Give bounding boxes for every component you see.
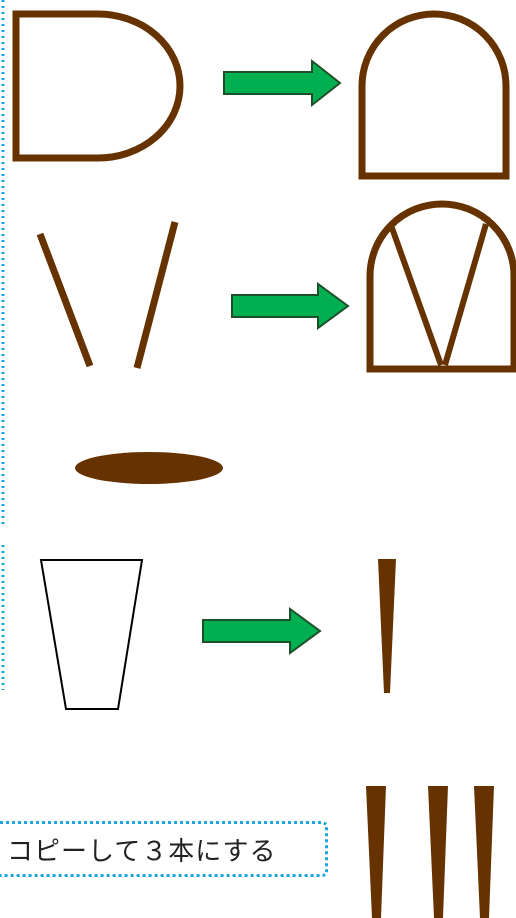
copy-note-box: コピーして３本にする <box>0 821 328 877</box>
slanted-bar-right <box>133 221 179 369</box>
tapered-stick <box>378 559 396 693</box>
arch-v-right-bar <box>442 223 489 366</box>
arch-v-left-bar <box>389 226 444 367</box>
tapered-stick-3 <box>474 786 494 918</box>
right-arrow-icon <box>231 282 350 330</box>
tapered-stick-2 <box>428 786 448 918</box>
arch-with-v-outline <box>366 200 516 373</box>
right-arrow-icon <box>202 607 322 655</box>
right-arrow-icon <box>223 58 342 108</box>
brown-ellipse <box>75 452 223 484</box>
d-shape-outline <box>12 10 184 162</box>
arch-outline <box>358 10 510 180</box>
tapered-stick-1 <box>366 786 386 918</box>
trapezoid-outline <box>39 559 144 710</box>
slanted-bar-left <box>36 232 94 368</box>
copy-note-text: コピーして３本にする <box>7 836 277 867</box>
